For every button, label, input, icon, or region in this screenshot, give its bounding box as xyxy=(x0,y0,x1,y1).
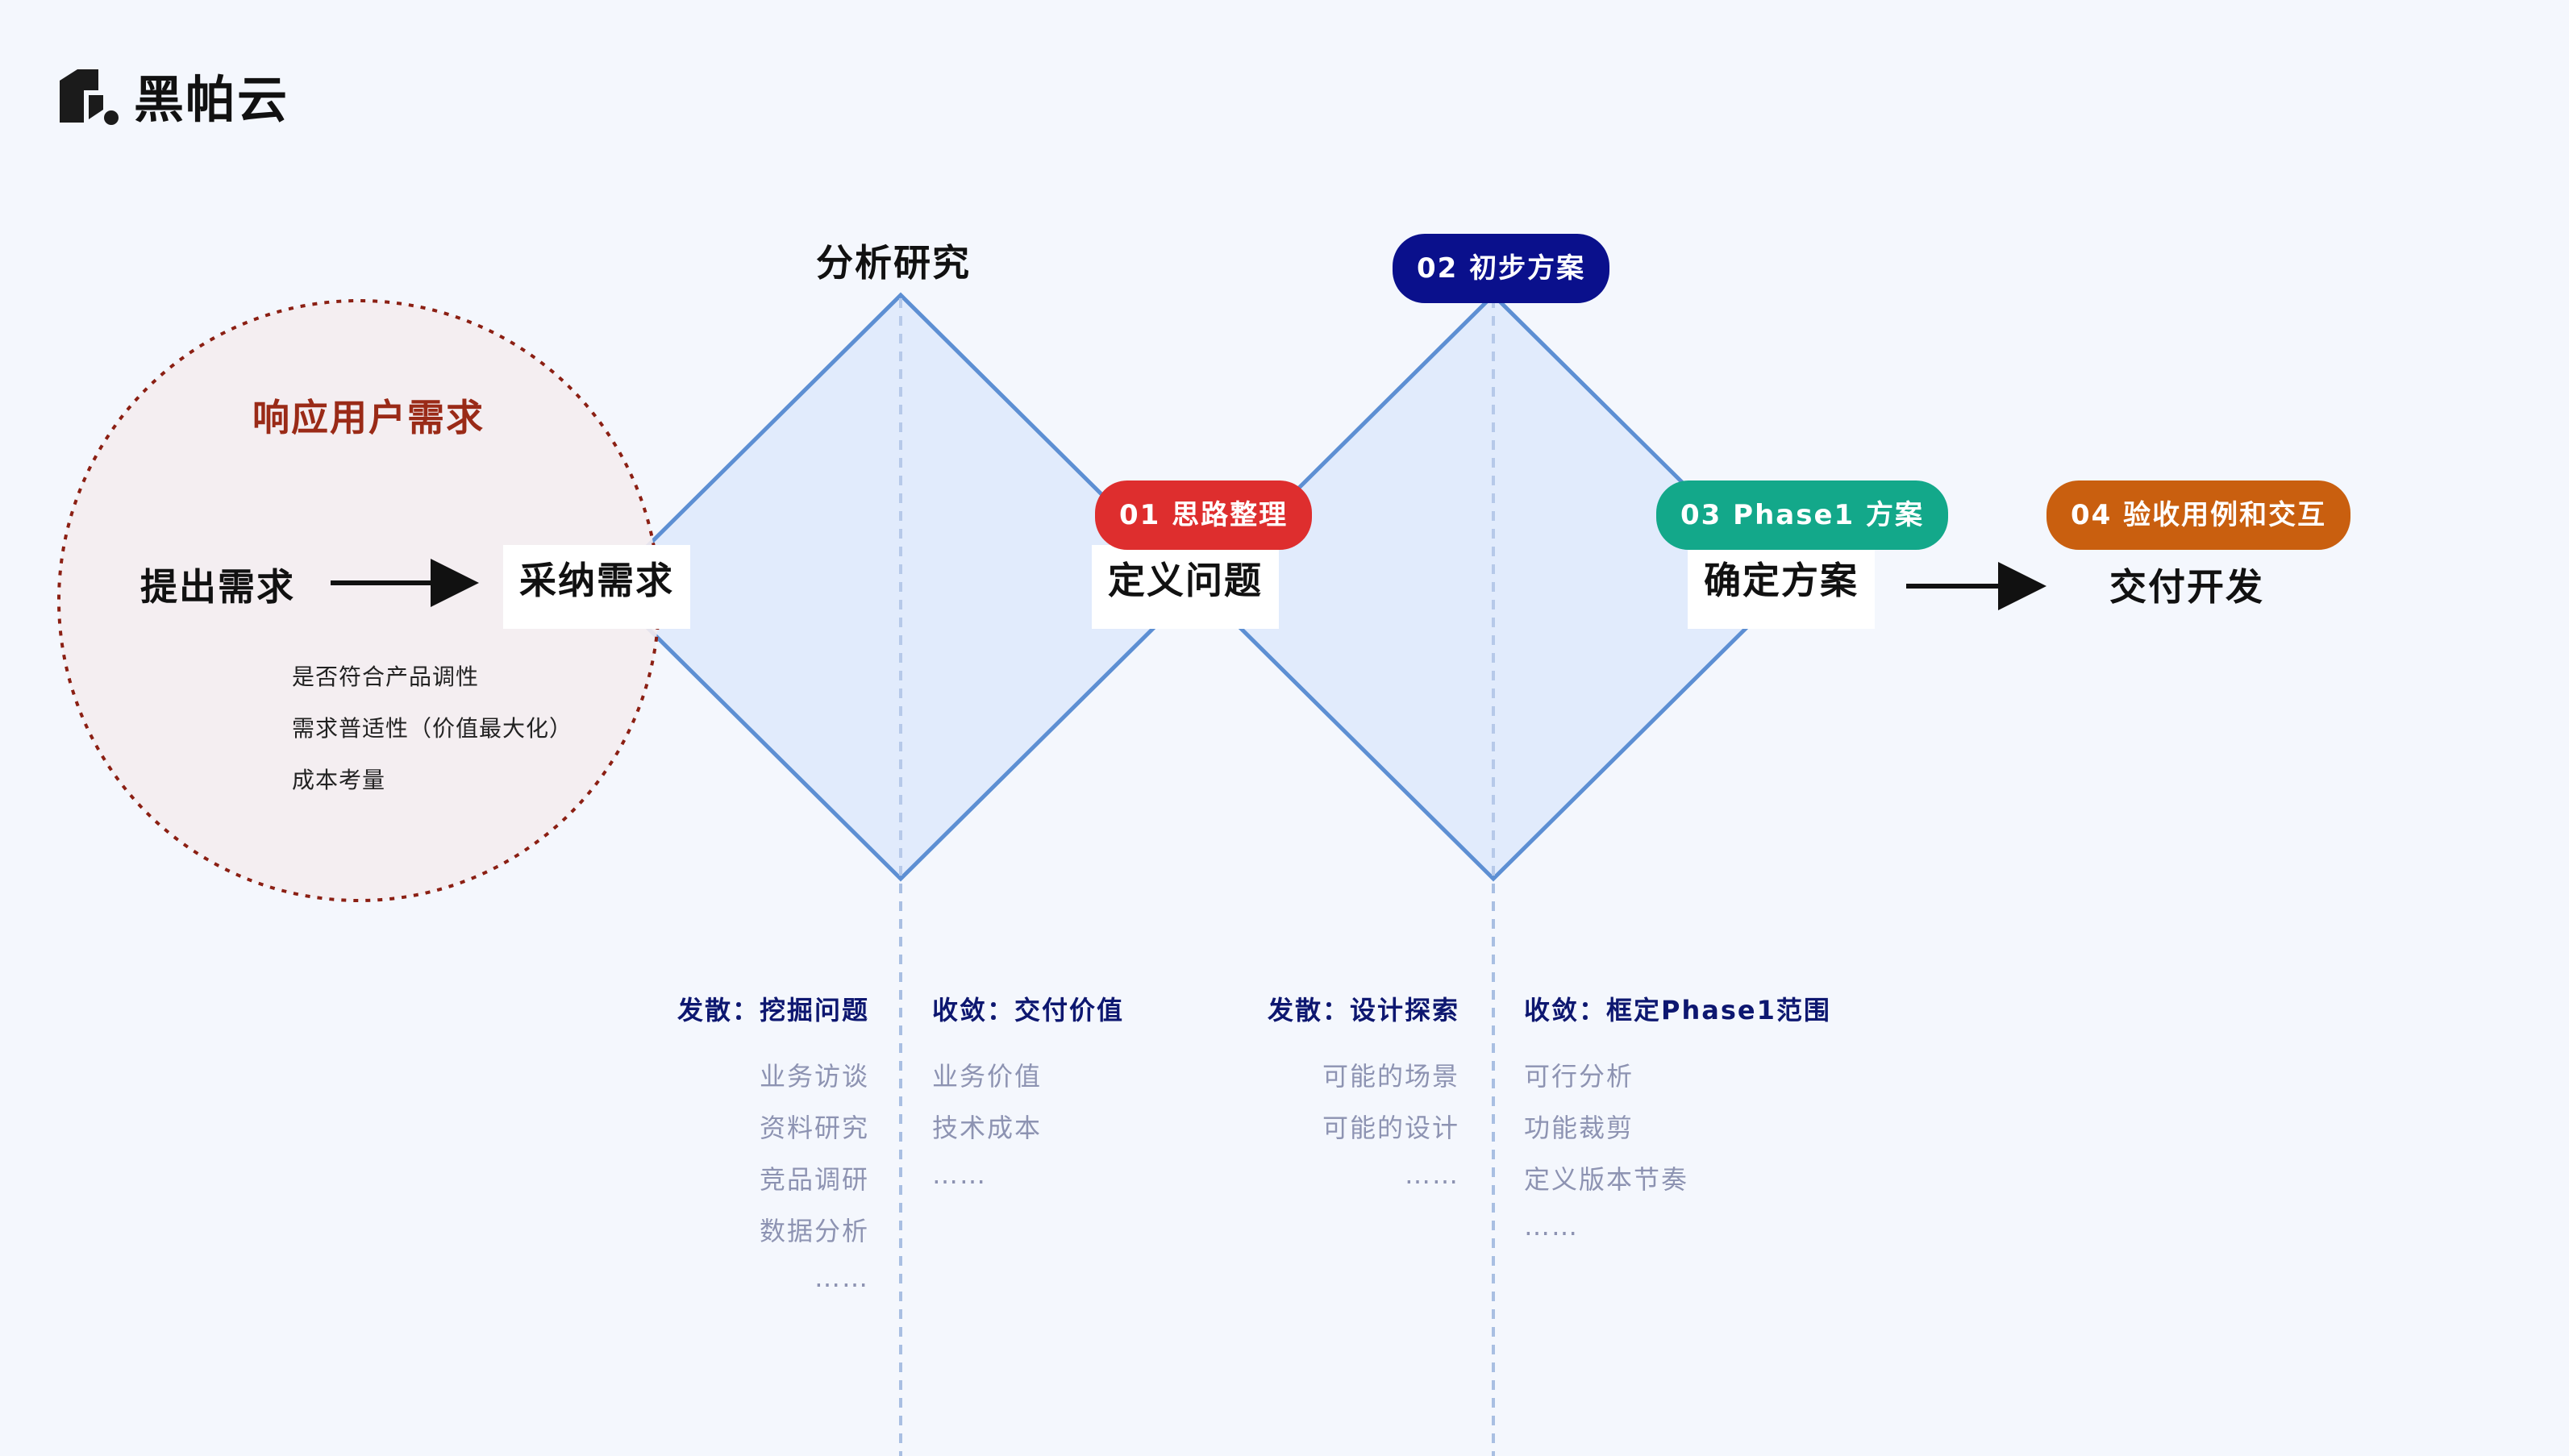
column-head: 发散：挖掘问题 xyxy=(677,995,869,1025)
badge-03: 03 Phase1 方案 xyxy=(1656,480,1949,550)
column-item: 定义版本节奏 xyxy=(1524,1164,1689,1195)
circle-title: 响应用户需求 xyxy=(252,396,485,439)
brand-logo: 黑帕云 xyxy=(56,63,289,129)
column-item: 技术成本 xyxy=(932,1113,1043,1143)
column-diverge-2: 发散：设计探索 可能的场景 可能的设计 …… xyxy=(1268,990,1459,1211)
column-item: 资料研究 xyxy=(759,1113,869,1143)
column-head: 发散：设计探索 xyxy=(1267,995,1459,1025)
column-item: 竞品调研 xyxy=(759,1164,869,1195)
column-item: 可能的场景 xyxy=(1322,1061,1459,1092)
column-item: 可行分析 xyxy=(1524,1061,1634,1092)
from-label: 提出需求 xyxy=(140,565,295,609)
column-item: 可能的设计 xyxy=(1322,1113,1459,1143)
brand-name: 黑帕云 xyxy=(134,70,289,129)
column-head: 收敛：框定Phase1范围 xyxy=(1524,995,1831,1025)
column-item: 业务价值 xyxy=(932,1061,1043,1092)
circle-note: 成本考量 xyxy=(292,767,386,793)
column-item: 业务访谈 xyxy=(759,1061,869,1092)
heipayun-logo-icon xyxy=(60,69,119,125)
column-item: 数据分析 xyxy=(759,1216,869,1246)
column-item: …… xyxy=(1405,1159,1459,1190)
column-item: …… xyxy=(1524,1211,1579,1242)
column-item: …… xyxy=(932,1159,987,1190)
column-diverge-1: 发散：挖掘问题 业务访谈 资料研究 竞品调研 数据分析 …… xyxy=(677,990,869,1314)
circle-note: 是否符合产品调性 xyxy=(292,664,480,690)
column-converge-2: 收敛：框定Phase1范围 可行分析 功能裁剪 定义版本节奏 …… xyxy=(1524,990,1831,1263)
stage-decide-label: 确定方案 xyxy=(1688,545,1875,629)
column-converge-1: 收敛：交付价值 业务价值 技术成本 …… xyxy=(932,990,1124,1211)
column-item: …… xyxy=(814,1263,869,1293)
stage-deliver-label: 交付开发 xyxy=(2109,565,2264,609)
badge-04: 04 验收用例和交互 xyxy=(2046,480,2351,550)
to-label: 采纳需求 xyxy=(503,545,690,629)
badge-01: 01 思路整理 xyxy=(1095,480,1313,550)
column-item: 功能裁剪 xyxy=(1524,1113,1634,1143)
column-head: 收敛：交付价值 xyxy=(932,995,1125,1025)
stage-analysis-label: 分析研究 xyxy=(816,241,971,285)
circle-note: 需求普适性（价值最大化） xyxy=(292,715,573,742)
stage-define-label: 定义问题 xyxy=(1092,545,1279,629)
badge-02: 02 初步方案 xyxy=(1393,234,1610,303)
